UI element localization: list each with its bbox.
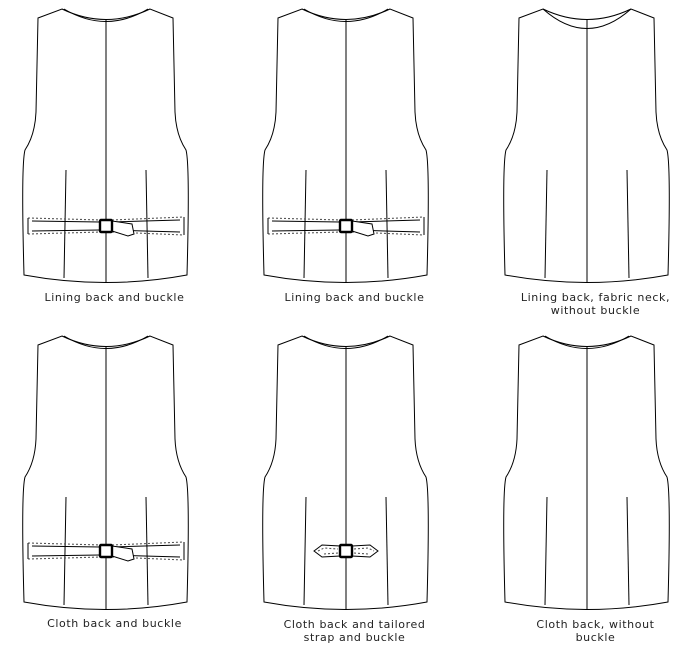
left-dart (63, 496, 67, 606)
buckle (98, 218, 114, 234)
caption-line: Cloth back, without (536, 618, 655, 631)
left-dart (303, 169, 307, 279)
panel-caption: Lining back, fabric neck, without buckle (481, 291, 687, 317)
left-strap-edge (31, 545, 101, 557)
caption-line: strap and buckle (303, 631, 406, 644)
right-dart (385, 496, 389, 606)
vest-group (22, 335, 189, 610)
panel-lining-back-buckle-b: Lining back and buckle (240, 0, 469, 325)
vest-back-drawing (503, 8, 670, 283)
vest-group (503, 335, 670, 610)
panel-caption: Cloth back and tailored strap and buckle (240, 618, 469, 644)
left-dart (544, 169, 548, 279)
panel-lining-back-fabric-neck: Lining back, fabric neck, without buckle (481, 0, 687, 325)
panel-cloth-back-no-buckle: Cloth back, without buckle (481, 325, 687, 650)
vest-back-drawing (22, 8, 189, 283)
vest-group (262, 335, 429, 610)
left-strap-stitch (317, 547, 339, 555)
right-dart (145, 169, 149, 279)
vest-back-drawing (503, 335, 670, 610)
panel-caption: Lining back and buckle (240, 291, 469, 304)
vest-back-drawing (262, 8, 429, 283)
vest-back-drawing (262, 335, 429, 610)
vest-group (262, 8, 429, 283)
left-dart (544, 496, 548, 606)
panel-caption: Lining back and buckle (0, 291, 229, 304)
panel-caption: Cloth back, without buckle (481, 618, 687, 644)
left-dart (63, 169, 67, 279)
panel-lining-back-buckle-a: Lining back and buckle (0, 0, 229, 325)
left-strap-edge (271, 220, 341, 232)
right-strap-stitch (353, 547, 375, 555)
caption-line: Lining back and buckle (44, 291, 185, 304)
left-strap-stitch (27, 542, 103, 560)
buckle (338, 218, 354, 234)
left-dart (303, 496, 307, 606)
right-dart (626, 496, 630, 606)
panel-cloth-back-buckle: Cloth back and buckle (0, 325, 229, 650)
left-strap-stitch (27, 217, 103, 235)
right-dart (385, 169, 389, 279)
left-strap-edge (31, 220, 101, 232)
caption-line: Cloth back and buckle (47, 617, 182, 630)
right-dart (145, 496, 149, 606)
caption-line: Lining back, fabric neck, (520, 291, 671, 304)
left-strap-stitch (267, 217, 343, 235)
vest-group (503, 8, 670, 283)
vest-group (22, 8, 189, 283)
caption-line: without buckle (550, 304, 641, 317)
buckle (338, 543, 354, 559)
caption-line: buckle (575, 631, 616, 644)
vest-back-drawing (22, 335, 189, 610)
caption-line: Cloth back and tailored (283, 618, 426, 631)
buckle (98, 543, 114, 559)
panel-cloth-back-tailored-strap: Cloth back and tailored strap and buckle (240, 325, 469, 650)
panel-caption: Cloth back and buckle (0, 617, 229, 630)
right-dart (626, 169, 630, 279)
caption-line: Lining back and buckle (284, 291, 425, 304)
